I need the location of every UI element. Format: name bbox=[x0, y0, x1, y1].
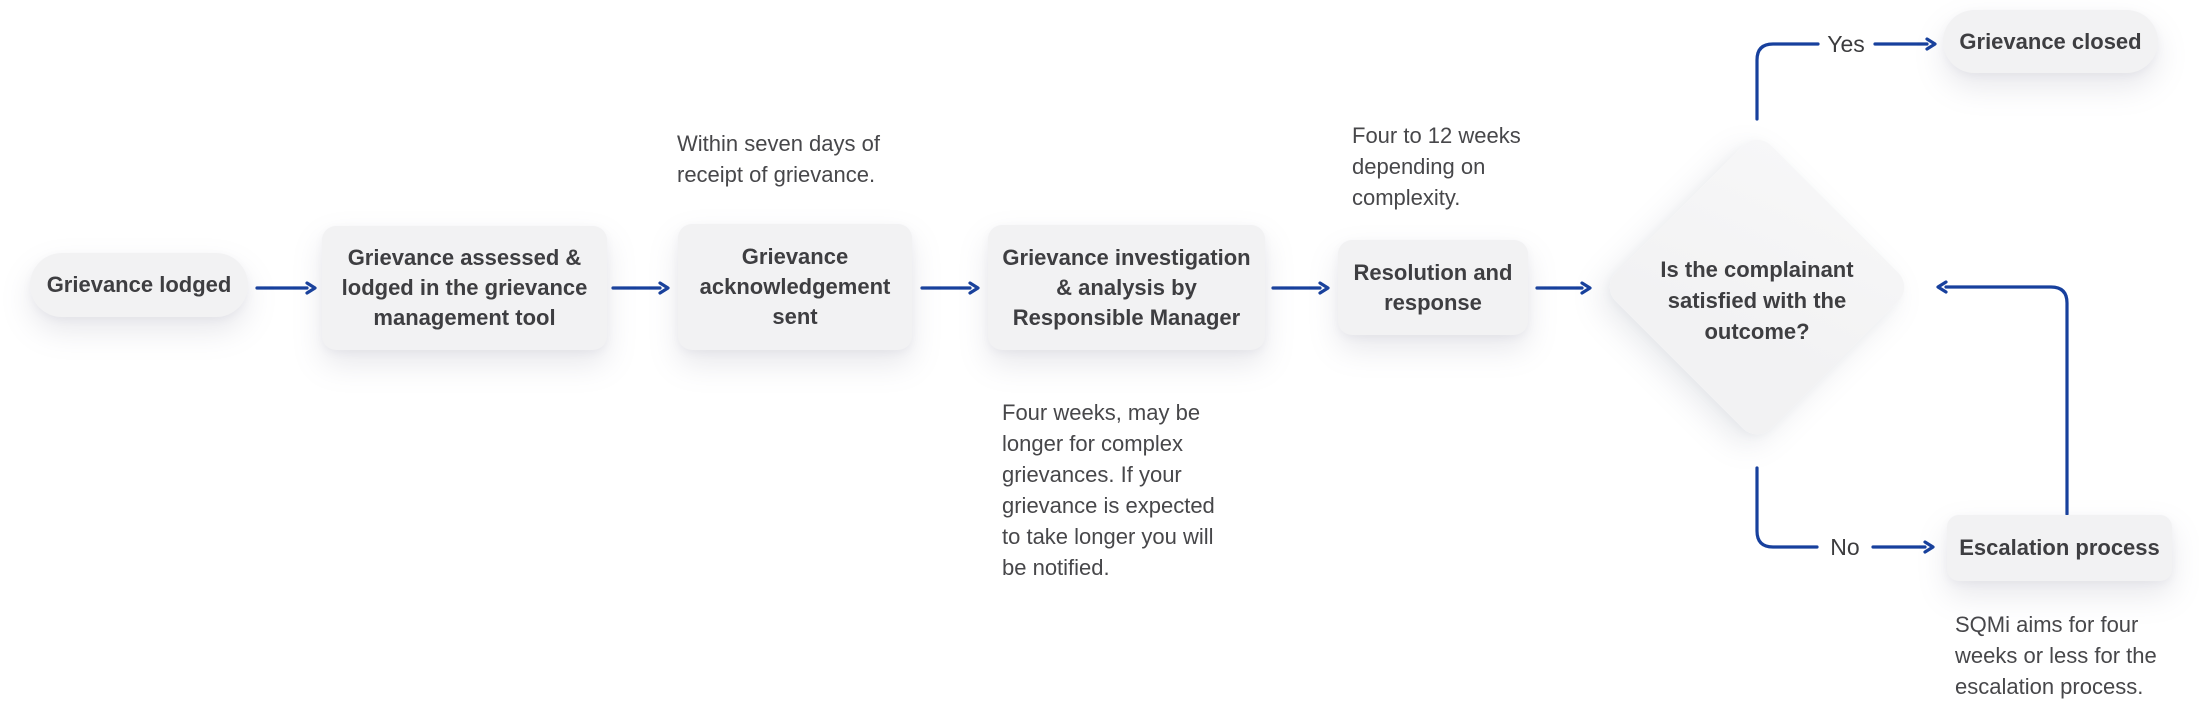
branch-label-no: No bbox=[1830, 533, 1860, 560]
note-escalation-timing: SQMi aims for four weeks or less for the… bbox=[1955, 612, 2157, 699]
decision-label: Is the complainant satisfied with the ou… bbox=[1660, 257, 1854, 344]
note-investigation-timing: Four weeks, may be longer for complex gr… bbox=[1002, 400, 1215, 580]
node-grievance-assessed: Grievance assessed & lodged in the griev… bbox=[322, 226, 607, 350]
arrow-escalation-back-to-decision bbox=[1936, 280, 2069, 516]
node-grievance-acknowledgement: Grievance acknowledgement sent bbox=[678, 224, 912, 350]
node-resolution-response: Resolution and response bbox=[1338, 240, 1528, 335]
node-grievance-investigation: Grievance investigation & analysis by Re… bbox=[988, 225, 1265, 350]
yes-branch-line bbox=[1755, 42, 1820, 121]
branch-label-yes: Yes bbox=[1827, 30, 1865, 57]
node-grievance-closed: Grievance closed bbox=[1943, 10, 2158, 73]
note-acknowledgement-timing: Within seven days of receipt of grievanc… bbox=[677, 131, 880, 187]
no-branch-line bbox=[1755, 466, 1819, 549]
node-escalation-process: Escalation process bbox=[1947, 515, 2172, 581]
note-resolution-timing: Four to 12 weeks depending on complexity… bbox=[1352, 123, 1521, 210]
node-grievance-lodged: Grievance lodged bbox=[30, 253, 248, 317]
